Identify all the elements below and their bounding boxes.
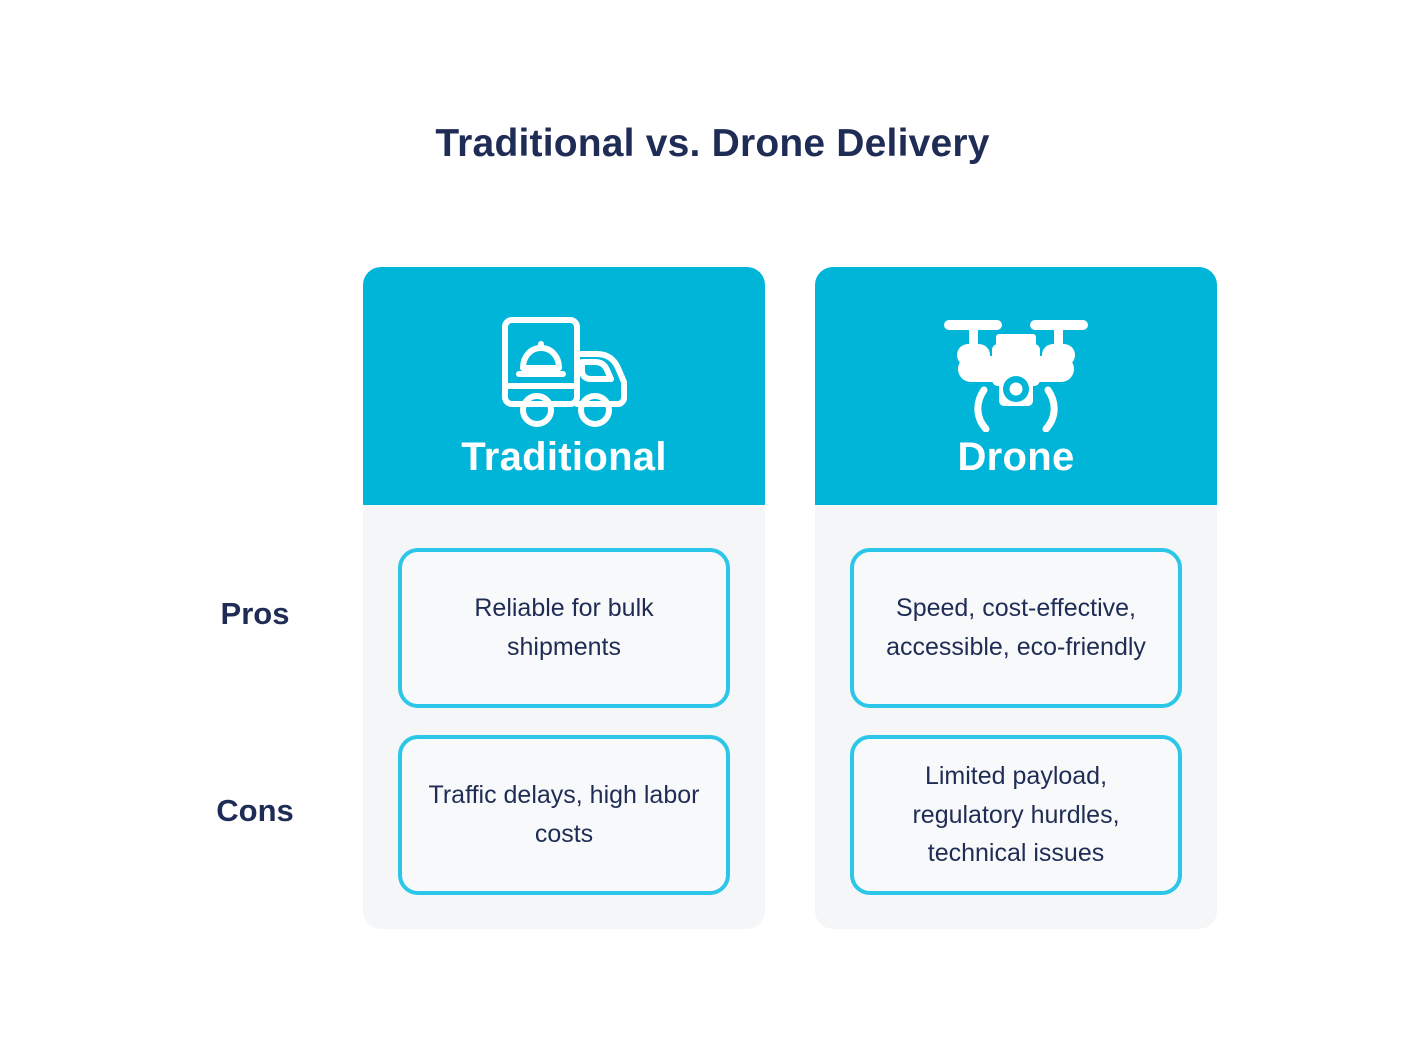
traditional-pros-box: Reliable for bulk shipments (398, 548, 730, 708)
delivery-truck-icon (484, 309, 644, 435)
card-drone-header: Drone (815, 267, 1217, 505)
drone-pros-box: Speed, cost-effective, accessible, eco-f… (850, 548, 1182, 708)
card-traditional-header: Traditional (363, 267, 765, 505)
row-label-cons: Cons (216, 793, 294, 828)
traditional-cons-box: Traffic delays, high labor costs (398, 735, 730, 895)
row-label-pros: Pros (220, 596, 290, 631)
card-drone: Drone Speed, cost-effective, accessible,… (815, 267, 1217, 929)
card-traditional-title: Traditional (461, 435, 667, 479)
drone-cons-text: Limited payload, regulatory hurdles, tec… (912, 761, 1120, 868)
card-traditional: Traditional Reliable for bulk shipments … (363, 267, 765, 929)
drone-pros-text: Speed, cost-effective, accessible, eco-f… (886, 594, 1146, 661)
drone-icon (936, 309, 1096, 435)
drone-cons-box: Limited payload, regulatory hurdles, tec… (850, 735, 1182, 895)
page-title: Traditional vs. Drone Delivery (435, 122, 990, 165)
traditional-cons-text: Traffic delays, high labor costs (428, 781, 700, 848)
card-drone-title: Drone (957, 435, 1075, 479)
traditional-pros-text: Reliable for bulk shipments (474, 594, 654, 661)
